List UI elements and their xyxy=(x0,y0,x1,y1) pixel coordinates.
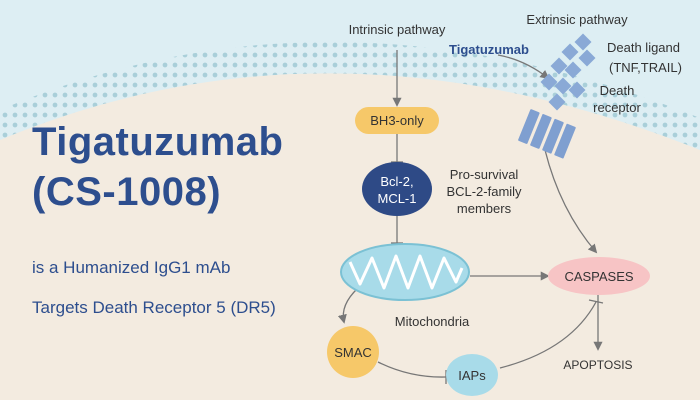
prosurvival-label: Pro-survival xyxy=(450,167,519,182)
death-ligand-sublabel: (TNF,TRAIL) xyxy=(609,60,682,75)
iaps-label: IAPs xyxy=(458,368,486,383)
bh3-only-node xyxy=(355,107,439,134)
intrinsic-pathway-label: Intrinsic pathway xyxy=(349,22,446,37)
tigatuzumab-label: Tigatuzumab xyxy=(449,42,529,57)
bh3-only-label: BH3-only xyxy=(370,113,424,128)
death-receptor-label: Death xyxy=(600,83,635,98)
iaps-inhibits-caspases-line xyxy=(499,301,597,369)
cytoplasm xyxy=(0,73,700,400)
prosurvival-members-label: members xyxy=(457,201,512,216)
drug-to-receptor-arrow xyxy=(497,54,550,80)
smac-inhibits-iaps-line xyxy=(377,361,447,378)
bcl2-mcl1-node xyxy=(362,162,432,216)
apoptosis-label: APOPTOSIS xyxy=(563,358,632,372)
mito-to-smac-arrow xyxy=(337,287,359,324)
drug-code: (CS-1008) xyxy=(32,170,222,214)
drug-target: Targets Death Receptor 5 (DR5) xyxy=(32,298,276,317)
extrinsic-pathway-label: Extrinsic pathway xyxy=(526,12,628,27)
smac-label: SMAC xyxy=(334,345,372,360)
iaps-inhibit-bar xyxy=(588,299,604,304)
caspases-label: CASPASES xyxy=(564,269,633,284)
mitochondria-label: Mitochondria xyxy=(395,314,470,329)
smac-node xyxy=(327,326,379,378)
drug-title: Tigatuzumab xyxy=(32,120,284,164)
prosurvival-family-label: BCL-2-family xyxy=(446,184,522,199)
membrane-band xyxy=(0,41,700,150)
receptor-to-caspases-arrow xyxy=(544,149,598,254)
caspases-node xyxy=(548,257,650,295)
iaps-node xyxy=(446,354,498,396)
death-receptor-icon xyxy=(518,109,576,159)
drug-description: is a Humanized IgG1 mAb xyxy=(32,258,231,277)
death-ligand-label: Death ligand xyxy=(607,40,680,55)
bcl2-label: Bcl-2, xyxy=(380,174,413,189)
death-receptor-sublabel: receptor xyxy=(593,100,641,115)
mcl1-label: MCL-1 xyxy=(377,191,416,206)
mitochondria-icon xyxy=(340,243,470,301)
death-ligand-icon xyxy=(540,33,596,111)
